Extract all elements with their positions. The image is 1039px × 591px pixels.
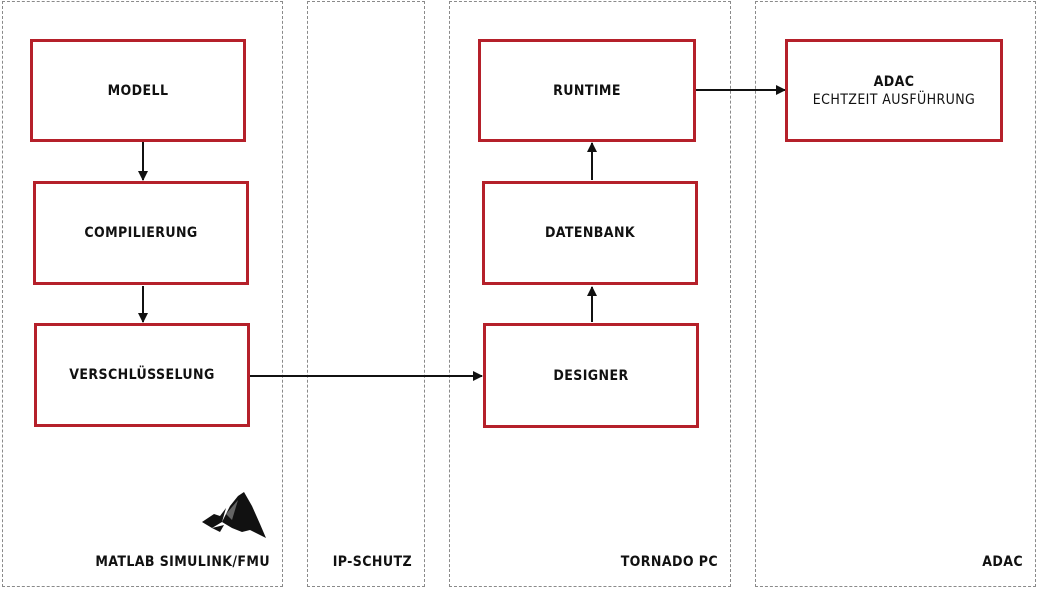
box-adac-subtitle: ECHTZEIT AUSFÜHRUNG bbox=[812, 91, 976, 108]
box-datenbank: DATENBANK bbox=[482, 181, 698, 285]
lane-label-adac: ADAC bbox=[982, 554, 1023, 570]
box-runtime: RUNTIME bbox=[478, 39, 696, 142]
box-modell: MODELL bbox=[30, 39, 246, 142]
lane-label-matlab-simulink: MATLAB SIMULINK/FMU bbox=[95, 554, 270, 570]
box-modell-label: MODELL bbox=[107, 82, 169, 99]
lane-matlab-simulink: MATLAB SIMULINK/FMU bbox=[2, 1, 283, 587]
box-designer: DESIGNER bbox=[483, 323, 699, 428]
box-compilierung-label: COMPILIERUNG bbox=[84, 225, 198, 241]
lane-label-ip-schutz: IP-SCHUTZ bbox=[332, 554, 412, 570]
lane-label-tornado-pc: TORNADO PC bbox=[620, 554, 718, 570]
box-datenbank-label: DATENBANK bbox=[544, 225, 636, 241]
box-verschluesselung-label: VERSCHLÜSSELUNG bbox=[69, 367, 215, 383]
box-runtime-label: RUNTIME bbox=[553, 82, 621, 99]
matlab-logo-icon bbox=[202, 492, 266, 538]
box-compilierung: COMPILIERUNG bbox=[33, 181, 249, 285]
lane-adac: ADAC bbox=[755, 1, 1036, 587]
lane-tornado-pc: TORNADO PC bbox=[449, 1, 731, 587]
lane-ip-schutz: IP-SCHUTZ bbox=[307, 1, 425, 587]
box-verschluesselung: VERSCHLÜSSELUNG bbox=[34, 323, 250, 427]
box-designer-label: DESIGNER bbox=[553, 367, 629, 384]
box-adac-echtzeit: ADAC ECHTZEIT AUSFÜHRUNG bbox=[785, 39, 1003, 142]
box-adac-title: ADAC bbox=[873, 73, 915, 90]
